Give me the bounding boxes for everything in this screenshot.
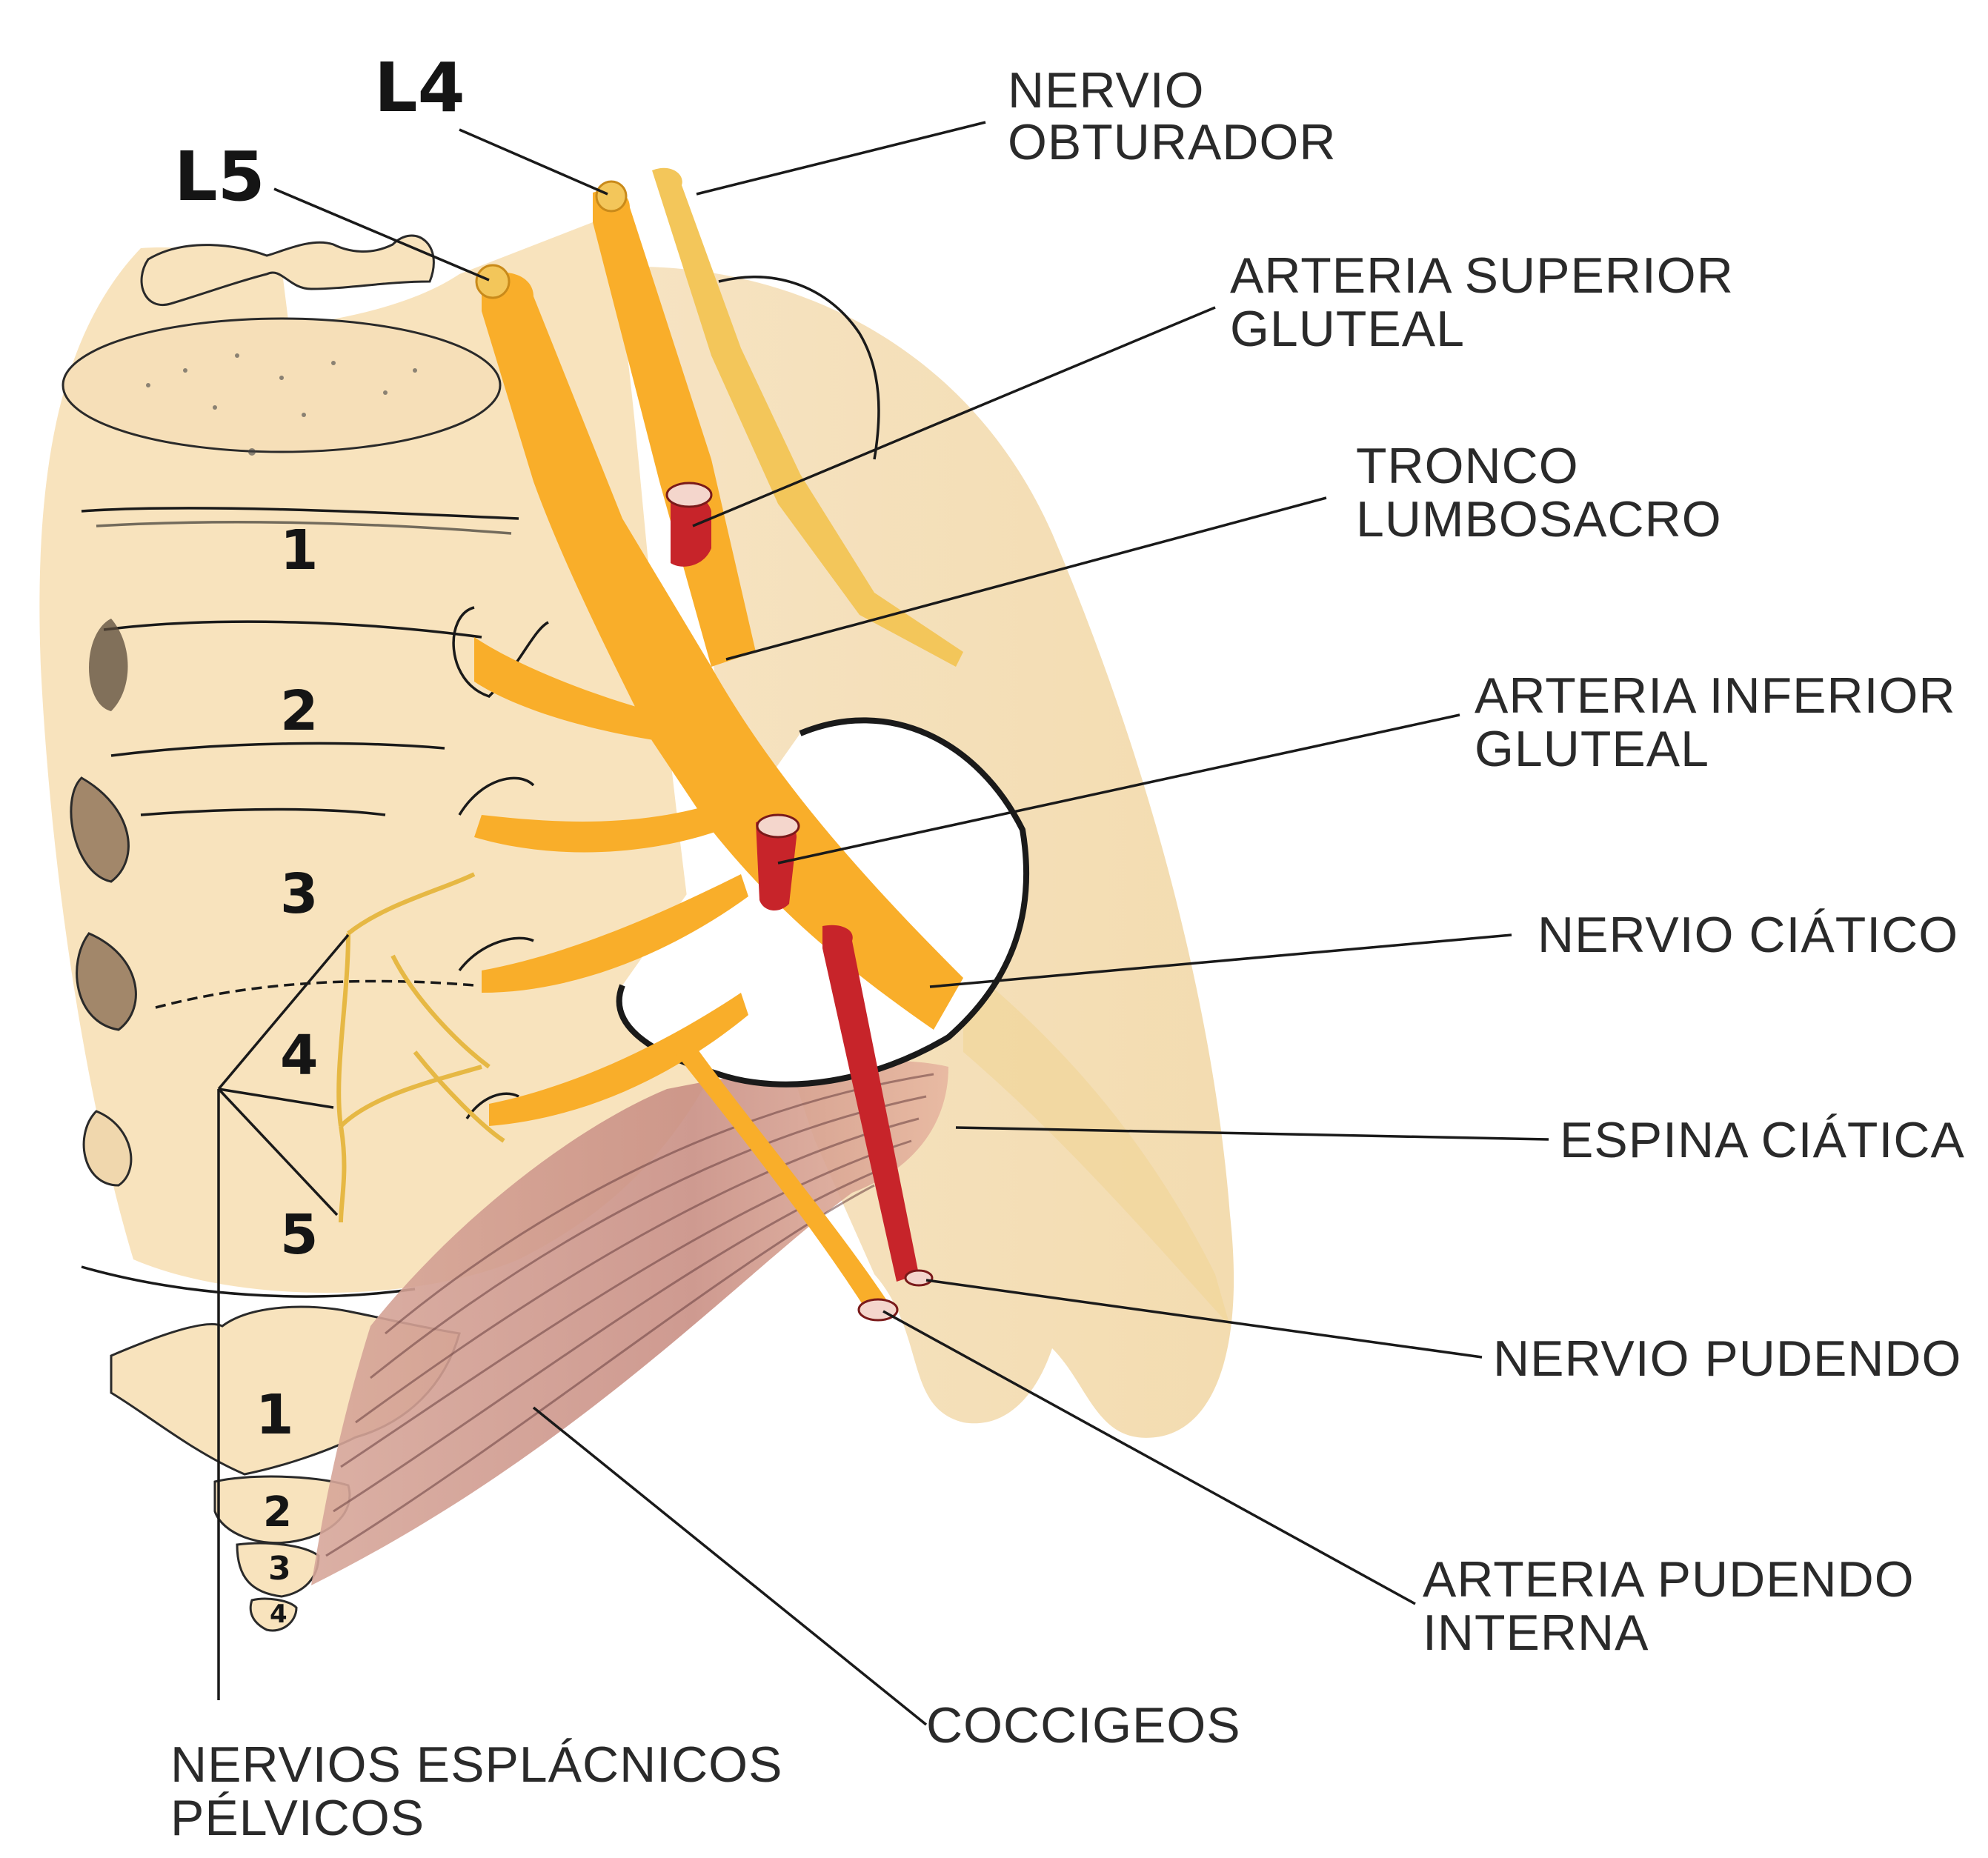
espina-ciatica-label: ESPINA CIÁTICA: [1560, 1112, 1965, 1168]
l5-root-stump: [475, 264, 511, 299]
inferior-gluteal-artery: [756, 819, 797, 911]
coccigeos-label: COCCIGEOS: [926, 1697, 1241, 1754]
coccygeal-number: 4: [270, 1599, 287, 1629]
l4-label: L4: [374, 48, 465, 127]
leader-lines: [217, 121, 1549, 1726]
arteries: [665, 482, 934, 1322]
sacral-segment-numbers: 1 2 3 4 5: [280, 519, 319, 1267]
l4-root-stump: [595, 180, 628, 213]
vertebral-root-labels: L4 L5: [174, 48, 465, 216]
coccygeal-number: 1: [256, 1383, 294, 1447]
sacral-plexus-nerves: [474, 167, 963, 1311]
coccygeal-number: 2: [263, 1488, 292, 1536]
internal-pudendal-artery: [822, 925, 919, 1282]
sacral-number: 5: [280, 1203, 319, 1267]
sacral-number: 1: [280, 519, 319, 582]
superior-gluteal-artery: [671, 491, 711, 567]
sacral-number: 3: [280, 862, 319, 926]
coccygeal-number: 3: [268, 1550, 291, 1588]
coccygeal-segment-numbers: 1 2 3 4: [256, 1383, 294, 1629]
nervio-ciatico-label: NERVIO CIÁTICO: [1537, 907, 1958, 963]
pelvic-splanchnic-nerves: [336, 872, 505, 1223]
l5-label: L5: [174, 137, 265, 216]
sacral-number: 2: [280, 679, 319, 743]
nervio-pudendo-label: NERVIO PUDENDO: [1493, 1331, 1961, 1387]
sacral-number: 4: [280, 1024, 319, 1088]
